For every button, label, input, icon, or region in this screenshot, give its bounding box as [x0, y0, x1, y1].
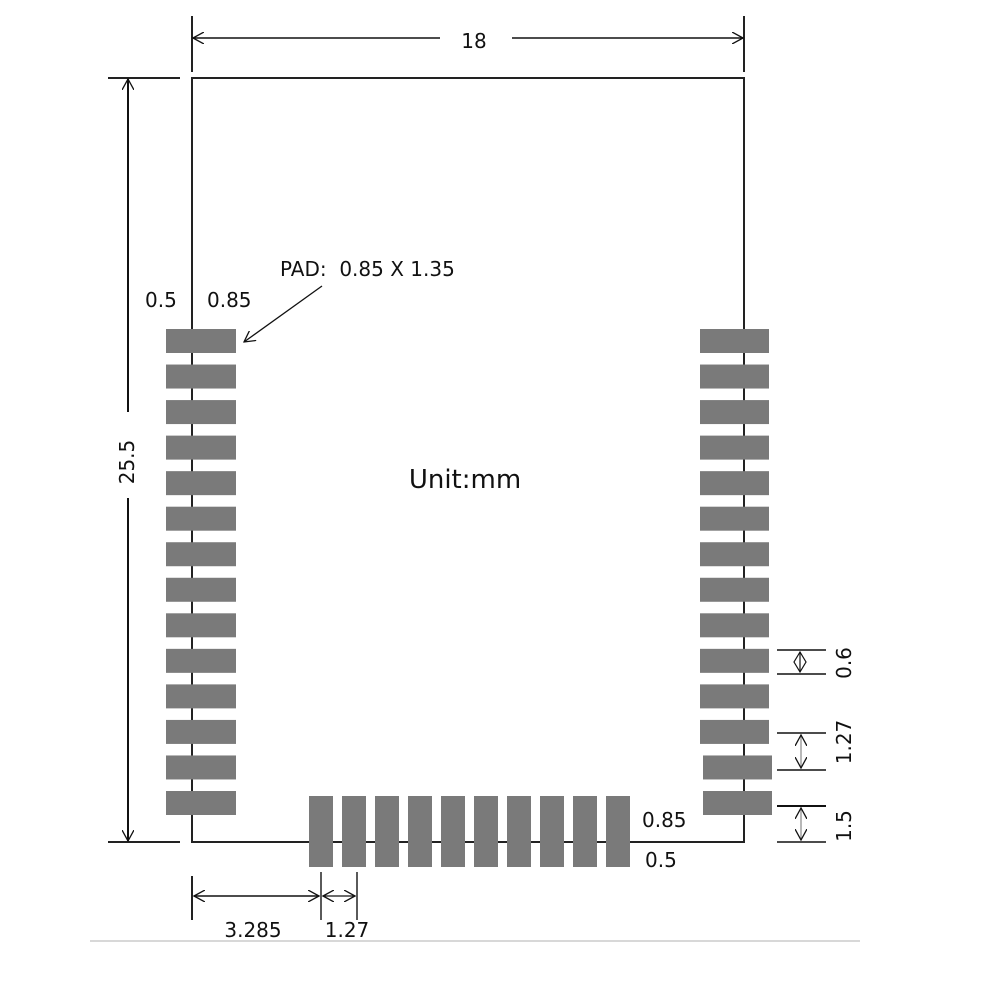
bottom-pad — [606, 796, 630, 867]
pad-pitch-dimension-right: 1.27 — [777, 720, 856, 771]
bottom-pad — [375, 796, 399, 867]
left-pad — [166, 400, 236, 425]
left-pad — [166, 435, 236, 460]
left-pad — [166, 719, 236, 744]
height-label: 25.5 — [115, 440, 139, 485]
bottom-pitch-label: 1.27 — [325, 918, 370, 942]
right-pad — [700, 719, 769, 744]
width-label: 18 — [461, 29, 486, 53]
bottom-pad — [441, 796, 465, 867]
left-pad — [166, 613, 236, 638]
pad-width-dimension: 0.6 — [777, 647, 856, 679]
unit-label: Unit:mm — [409, 465, 521, 495]
left-offset-label: 0.5 — [145, 288, 177, 312]
bottom-pad — [309, 796, 333, 867]
bottom-pad — [408, 796, 432, 867]
right-pad — [700, 400, 769, 425]
pad-pointer-arrow — [244, 285, 323, 342]
left-pad — [166, 684, 236, 709]
pad-size-label: PAD: 0.85 X 1.35 — [280, 257, 455, 281]
right-pad — [700, 542, 769, 567]
bottom-left-offset-label: 3.285 — [224, 918, 281, 942]
bottom-pad — [342, 796, 366, 867]
bottom-pad-top-label: 0.85 — [642, 808, 687, 832]
right-pad — [700, 577, 769, 602]
bottom-pad — [573, 796, 597, 867]
left-pad — [166, 648, 236, 673]
bottom-pad-bottom-label: 0.5 — [645, 848, 677, 872]
right-pad — [703, 791, 772, 815]
left-pad — [166, 364, 236, 389]
pads-group — [166, 329, 772, 867]
bottom-pad — [474, 796, 498, 867]
bottom-pad — [540, 796, 564, 867]
right-pad — [700, 329, 769, 353]
bottom-offset-dimension-right: 1.5 — [777, 805, 856, 843]
right-pad — [700, 648, 769, 673]
left-pad-inner-label: 0.85 — [207, 288, 252, 312]
svg-text:1.27: 1.27 — [832, 720, 856, 765]
right-pad — [700, 364, 769, 389]
left-pad — [166, 755, 236, 780]
right-pad — [700, 684, 769, 709]
right-pad — [703, 755, 772, 780]
left-pad — [166, 542, 236, 567]
left-pad — [166, 506, 236, 531]
left-pad — [166, 471, 236, 496]
module-outline — [191, 77, 745, 843]
right-pad — [700, 435, 769, 460]
right-pad — [700, 613, 769, 638]
right-pad — [700, 471, 769, 496]
right-pad — [700, 506, 769, 531]
left-pad — [166, 329, 236, 353]
left-pad — [166, 791, 236, 815]
svg-text:0.6: 0.6 — [832, 647, 856, 679]
svg-text:1.5: 1.5 — [832, 810, 856, 842]
bottom-pad — [507, 796, 531, 867]
left-pad — [166, 577, 236, 602]
